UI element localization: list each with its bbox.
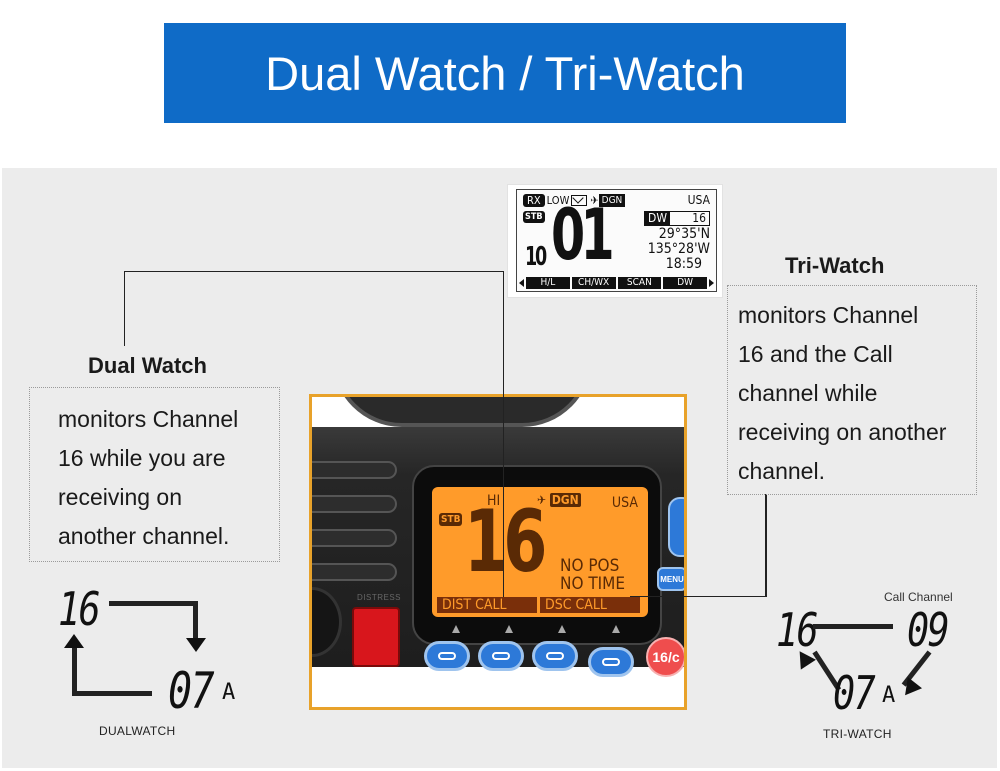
softkey-dsc-call: DSC CALL	[540, 597, 640, 613]
envelope-icon	[571, 194, 588, 206]
connector-line	[503, 271, 504, 597]
arrow-up-icon	[64, 634, 84, 648]
arrow-line	[193, 601, 198, 641]
softkey-button-2[interactable]	[478, 641, 524, 671]
softkey-dist-call: DIST CALL	[437, 597, 537, 613]
arrow-right-icon	[709, 279, 714, 287]
speaker-grille	[312, 563, 397, 581]
link-line	[813, 624, 893, 629]
tri-watch-description: monitors Channel 16 and the Call channel…	[727, 285, 977, 495]
channel-prefix: 10	[525, 242, 547, 272]
radio-knob	[332, 397, 592, 427]
working-channel: 07	[168, 662, 215, 720]
longitude: 135°28'W	[647, 241, 710, 257]
speaker-grille	[312, 461, 397, 479]
softkey-button-4[interactable]	[588, 647, 634, 677]
radio-photo: DISTRESS HI ✈ DGN USA STB 16 NO POS NO T…	[309, 394, 687, 710]
channel-number: 16	[464, 492, 547, 592]
latitude: 29°35'N	[658, 226, 710, 242]
priority-channel: 16	[58, 582, 101, 636]
softkey-indicator-icon	[558, 625, 566, 633]
region: USA	[687, 193, 710, 207]
softkey-indicator-icon	[505, 625, 513, 633]
softkey-button-1[interactable]	[424, 641, 470, 671]
speaker-grille	[312, 495, 397, 513]
softkey-button-3[interactable]	[532, 641, 578, 671]
dual-watch-heading: Dual Watch	[88, 353, 207, 378]
stb-badge: STB	[523, 211, 545, 223]
connector-line	[124, 271, 125, 346]
region: USA	[611, 495, 638, 511]
call-channel: 09	[907, 603, 950, 657]
softkey-bar: H/L CH/WX SCAN DW	[519, 277, 714, 289]
oval-icon	[602, 658, 620, 666]
softkey-indicator-icon	[612, 625, 620, 633]
status-text: NO POS NO TIME	[560, 557, 625, 593]
distress-label: DISTRESS	[357, 593, 402, 602]
softkey-indicator-icon	[452, 625, 460, 633]
stb-badge: STB	[439, 513, 463, 526]
triwatch-caption: TRI-WATCH	[823, 727, 892, 741]
description-line: channel.	[738, 458, 825, 484]
dual-watch-description: monitors Channel 16 while you are receiv…	[29, 387, 280, 562]
description-line: channel while	[738, 380, 878, 406]
rx-badge: RX	[523, 193, 545, 207]
power-level: HI	[487, 493, 501, 509]
distress-button[interactable]	[352, 607, 400, 667]
working-channel-suffix: A	[882, 683, 896, 708]
priority-channel: 16	[776, 603, 819, 657]
lcd-screen: RX LOW ✈ DGN USA STB 10 01 DW 16 29°35'N…	[516, 189, 717, 292]
description-line: receiving on another	[738, 419, 947, 445]
description-line: another channel.	[58, 523, 230, 549]
arrow-down-icon	[186, 638, 206, 652]
title-banner: Dual Watch / Tri-Watch	[164, 23, 846, 123]
oval-icon	[546, 652, 564, 660]
connector-line	[124, 271, 504, 272]
dw-channel: 16	[692, 211, 706, 225]
time: 18:59	[665, 256, 702, 272]
arrow-line	[109, 601, 197, 606]
menu-button[interactable]: MENU	[657, 567, 684, 591]
satellite-icon: ✈	[590, 193, 599, 207]
softkey-chwx: CH/WX	[571, 277, 616, 289]
dw-label: DW	[645, 212, 670, 225]
description-line: receiving on	[58, 484, 183, 510]
lcd-inset: RX LOW ✈ DGN USA STB 10 01 DW 16 29°35'N…	[508, 185, 722, 297]
arrow-left-icon	[519, 279, 524, 287]
oval-icon	[438, 652, 456, 660]
channel-16c-button[interactable]: 16/c	[646, 637, 684, 677]
power-level: LOW	[546, 193, 570, 207]
radio-screen: HI ✈ DGN USA STB 16 NO POS NO TIME DIST …	[432, 487, 648, 617]
speaker-grille	[312, 529, 397, 547]
softkey-scan: SCAN	[617, 277, 662, 289]
working-channel: 07	[833, 666, 876, 720]
description-line: monitors Channel	[58, 406, 239, 432]
status-line: NO TIME	[560, 574, 626, 594]
oval-icon	[492, 652, 510, 660]
call-channel-label: Call Channel	[884, 590, 953, 604]
description-line: 16 and the Call	[738, 341, 893, 367]
page-title: Dual Watch / Tri-Watch	[265, 46, 745, 100]
description-line: 16 while you are	[58, 445, 226, 471]
arrow-line	[72, 691, 152, 696]
gps-status-label: DGN	[549, 493, 581, 507]
softkey-dw: DW	[663, 277, 707, 289]
connector-line	[630, 596, 767, 597]
tri-watch-heading: Tri-Watch	[785, 253, 885, 278]
dualwatch-caption: DUALWATCH	[99, 724, 176, 738]
nav-left-button[interactable]	[668, 497, 684, 557]
connector-line	[765, 494, 767, 597]
dw-indicator: DW 16	[644, 211, 710, 226]
arrow-line	[72, 647, 77, 695]
status-line: NO POS	[560, 556, 620, 576]
working-channel-suffix: A	[222, 680, 236, 705]
description-line: monitors Channel	[738, 302, 919, 328]
softkey-hl: H/L	[526, 277, 570, 289]
gps-status: DGN	[598, 193, 626, 207]
gps-status: ✈ DGN	[537, 493, 581, 507]
channel-number: 01	[551, 194, 615, 276]
